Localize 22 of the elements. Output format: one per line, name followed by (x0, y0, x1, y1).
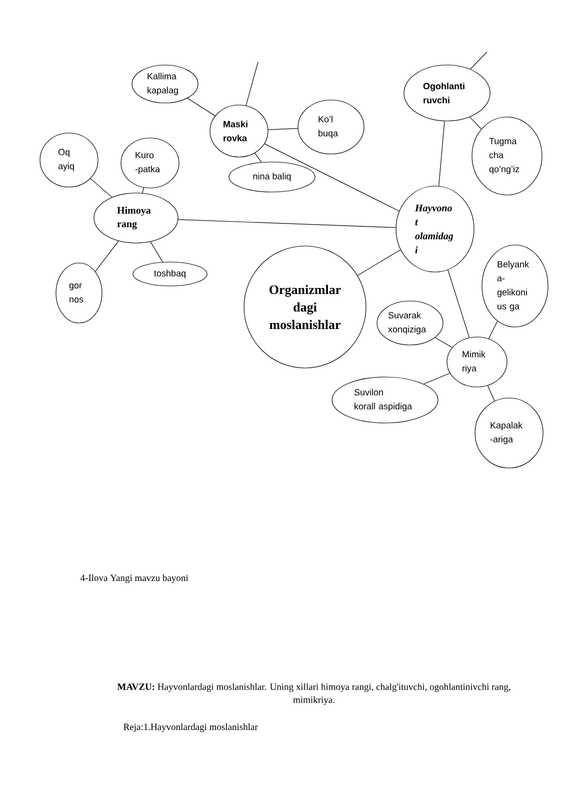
connector-line (264, 144, 400, 212)
connector-line (150, 241, 163, 262)
connector-line (488, 320, 498, 339)
topic-paragraph: MAVZU: Hayvonlardagi moslanishlar. Uning xillari himoya rangi, chalg'ituvchi, ogohlantinivchi rang, mimikriya. (117, 683, 510, 705)
connector-line (90, 178, 112, 198)
heading-text: 4-Ilova Yangi mavzu bayoni (80, 574, 188, 584)
connector-line (95, 240, 119, 272)
connector-line (254, 152, 262, 162)
connector-line (268, 128, 298, 130)
connector-line (178, 219, 396, 228)
connector-line (423, 372, 450, 384)
connector-line (470, 116, 482, 130)
connector-line (142, 187, 144, 194)
connector-line (448, 270, 470, 338)
plan-text: Reja:1.Hayvonlardagi moslanishlar (124, 723, 258, 732)
connector-line (434, 337, 452, 348)
connector-line (487, 385, 495, 402)
connector-line (470, 52, 488, 70)
connector-line (187, 98, 216, 116)
connector-line (438, 120, 445, 186)
connector-line (357, 249, 401, 276)
connector-line (246, 62, 258, 106)
